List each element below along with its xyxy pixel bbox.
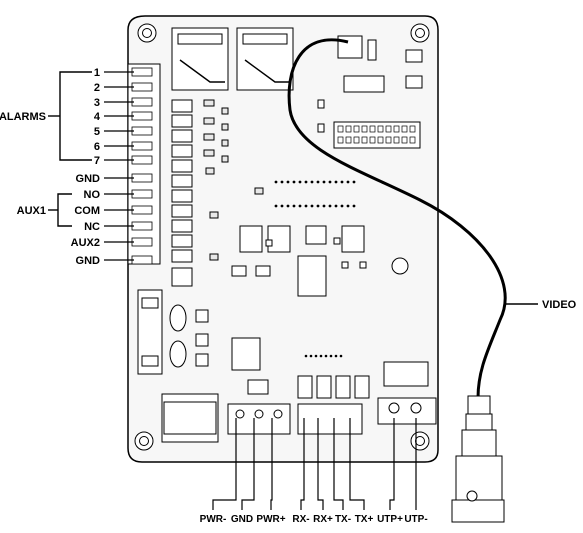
left-pin-label-7: 7 [94, 155, 100, 167]
upper-right-components [333, 35, 423, 149]
left-pin-label-no: NO [84, 189, 101, 201]
bottom-pin-label-tx-plus: TX+ [355, 514, 374, 525]
dotted-pad-rows [274, 180, 356, 358]
bottom-pin-label-utp-minus: UTP- [404, 514, 427, 525]
video-label: VIDEO [542, 299, 577, 311]
bottom-pin-label-tx-minus: TX- [335, 514, 351, 525]
bottom-pin-label-pwr-minus: PWR- [200, 514, 227, 525]
left-pin-label-3: 3 [94, 97, 100, 109]
smd-components [203, 99, 264, 261]
left-pin-label-1: 1 [94, 67, 100, 79]
bottom-pin-label-pwr-plus: PWR+ [256, 514, 285, 525]
left-leader-lines [104, 71, 134, 261]
video-connector [451, 395, 505, 523]
left-pin-label-aux2: AUX2 [71, 237, 100, 249]
alarms-label: ALARMS [0, 111, 46, 123]
aux1-bracket [48, 193, 72, 227]
video-cable [287, 38, 507, 399]
bottom-pin-label-utp-plus: UTP+ [377, 514, 403, 525]
top-relays [171, 27, 294, 91]
left-pin-label-4: 4 [94, 111, 101, 123]
left-pin-label-5: 5 [94, 126, 100, 138]
bottom-pin-label-rx-plus: RX+ [313, 514, 333, 525]
left-pin-label-nc: NC [84, 221, 100, 233]
bottom-leader-lines [212, 418, 417, 510]
center-ics [231, 99, 367, 297]
left-pin-label-6: 6 [94, 141, 100, 153]
left-pin-label-2: 2 [94, 82, 100, 94]
lower-left-components [137, 289, 269, 443]
bottom-pin-label-rx-minus: RX- [292, 514, 309, 525]
bottom-terminal-blocks [227, 361, 437, 435]
left-terminal-strip [127, 63, 161, 265]
resistor-column [171, 99, 193, 287]
left-pin-label-gnd-2: GND [76, 255, 101, 267]
alarms-bracket [48, 71, 92, 161]
left-pin-label-com: COM [74, 205, 100, 217]
bottom-pin-label-gnd: GND [231, 514, 253, 525]
left-pin-label-gnd: GND [76, 173, 101, 185]
aux1-label: AUX1 [17, 205, 46, 217]
